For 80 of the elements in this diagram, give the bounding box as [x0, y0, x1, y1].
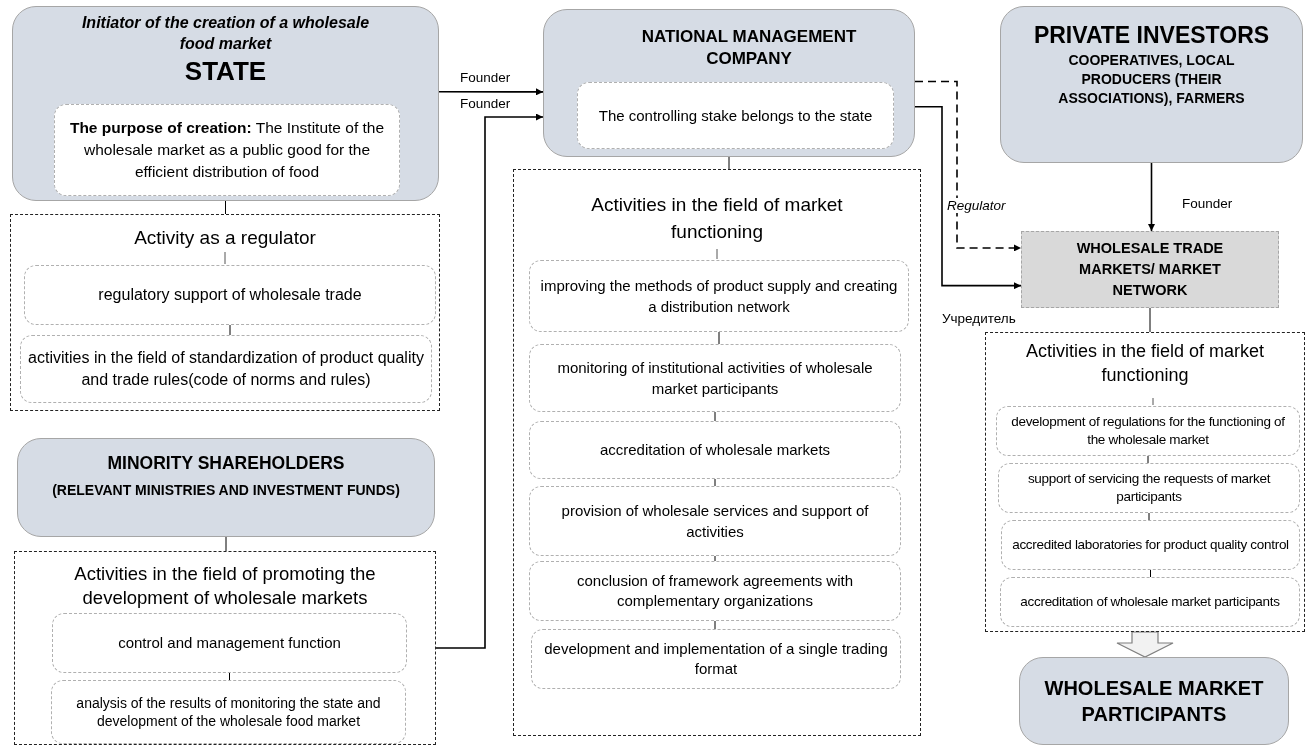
- markets-box: [1021, 231, 1279, 308]
- shareholders-box: [17, 438, 435, 537]
- heading-text: PRIVATE INVESTORS: [1032, 21, 1271, 50]
- box-text: The controlling stake belongs to the state: [598, 106, 873, 126]
- box-text: improving the methods of product supply and creating a distribution network: [539, 276, 899, 317]
- connector-line: [229, 324, 231, 336]
- activity-box: [529, 344, 901, 412]
- box-text: activities in the field of standardization of product quality and trade rules(code of norms and rules): [27, 348, 425, 390]
- box-text: development and implementation of a single trading format: [543, 638, 889, 679]
- heading-text: MINORITY SHAREHOLDERS: [106, 452, 346, 475]
- activity-box: [996, 406, 1300, 456]
- connector-line: [714, 411, 716, 422]
- connector-line: [1147, 455, 1149, 464]
- connector-line: [1148, 512, 1150, 521]
- activity-box: [51, 680, 406, 744]
- box-text: regulatory support of wholesale trade: [98, 284, 362, 305]
- activity-box: [529, 260, 909, 332]
- activity-box: [529, 561, 901, 621]
- box-text: accreditation of wholesale markets: [599, 440, 831, 460]
- box-text: support of servicing the requests of market participants: [1026, 469, 1272, 506]
- box-text: STATE: [183, 54, 268, 88]
- activity-box: [529, 486, 901, 556]
- activity-box: [531, 629, 901, 689]
- connector-line: [1149, 307, 1151, 333]
- box-text: WHOLESALE MARKET PARTICIPANTS: [1043, 676, 1265, 727]
- box-text: monitoring of institutional activities of wholesale market participants: [556, 358, 874, 399]
- connector-line: [1150, 569, 1151, 578]
- participants-box: [1019, 657, 1289, 745]
- connector-line: [728, 156, 730, 170]
- activity-group: [10, 214, 440, 411]
- connector-line: [714, 478, 716, 487]
- box-text: development of regulations for the functioning of the wholesale market: [1010, 412, 1286, 449]
- box-text: Activities in the field of promoting the development of wholesale markets: [73, 562, 377, 611]
- activity-box: [52, 613, 407, 673]
- box-text: control and management function: [118, 633, 341, 653]
- edge-label: Учредитель: [940, 311, 1018, 326]
- box-text: provision of wholesale services and support of activities: [560, 501, 870, 542]
- connector-line: [714, 620, 716, 630]
- purpose-box: [54, 104, 400, 196]
- activity-group: [985, 332, 1305, 632]
- box-text: accredited laboratories for product quality control: [1012, 535, 1289, 554]
- box-text: Activities in the field of market functioning: [1024, 340, 1266, 388]
- heading-text: Initiator of the creation of a wholesale food market: [80, 13, 371, 54]
- box-text: WHOLESALE TRADE MARKETS/ MARKET NETWORK: [1075, 238, 1225, 300]
- box-text: NATIONAL MANAGEMENT COMPANY: [640, 26, 858, 71]
- activity-box: [998, 463, 1300, 513]
- connector-line: [225, 200, 226, 215]
- box-text: accreditation of wholesale market participants: [1020, 592, 1280, 611]
- investors-box: [1000, 6, 1303, 163]
- activity-group: [14, 551, 436, 745]
- box-text: conclusion of framework agreements with complementary organizations: [576, 570, 854, 611]
- arrow: [435, 113, 544, 649]
- state-box: [12, 6, 439, 201]
- box-text: analysis of the results of monitoring the state and development of the wholesale food market: [75, 693, 382, 731]
- box-text: COOPERATIVES, LOCAL PRODUCERS (THEIR ASSOCIATIONS), FARMERS: [1057, 50, 1246, 108]
- box-text: Activities in the field of market functioning: [590, 193, 844, 244]
- arrow: [1148, 162, 1155, 232]
- connector-line: [225, 536, 227, 552]
- edge-label: Founder: [458, 96, 513, 111]
- activity-box: [20, 335, 432, 403]
- activity-box: [529, 421, 901, 479]
- activity-box: [1001, 520, 1300, 570]
- block-arrow: [1116, 631, 1174, 658]
- box-text: The purpose of creation: The Institute of the wholesale market as a public good for the efficient distribution of food: [68, 118, 386, 182]
- connector-line: [714, 555, 716, 562]
- company-box: [543, 9, 915, 157]
- edge-label: Regulator: [945, 198, 1008, 213]
- activity-group: [513, 169, 921, 736]
- edge-label: Founder: [1180, 196, 1235, 211]
- activity-box: [1000, 577, 1300, 627]
- connector-line: [718, 331, 720, 345]
- box-text: Activity as a regulator: [133, 227, 317, 249]
- edge-label: Founder: [458, 70, 513, 85]
- arrow: [438, 88, 544, 96]
- arrow: [914, 105, 1022, 290]
- box-text: (RELEVANT MINISTRIES AND INVESTMENT FUNDS): [51, 480, 401, 500]
- arrow: [914, 80, 1022, 252]
- activity-box: [24, 265, 436, 325]
- connector-line: [229, 672, 230, 681]
- stake-box: [577, 82, 894, 149]
